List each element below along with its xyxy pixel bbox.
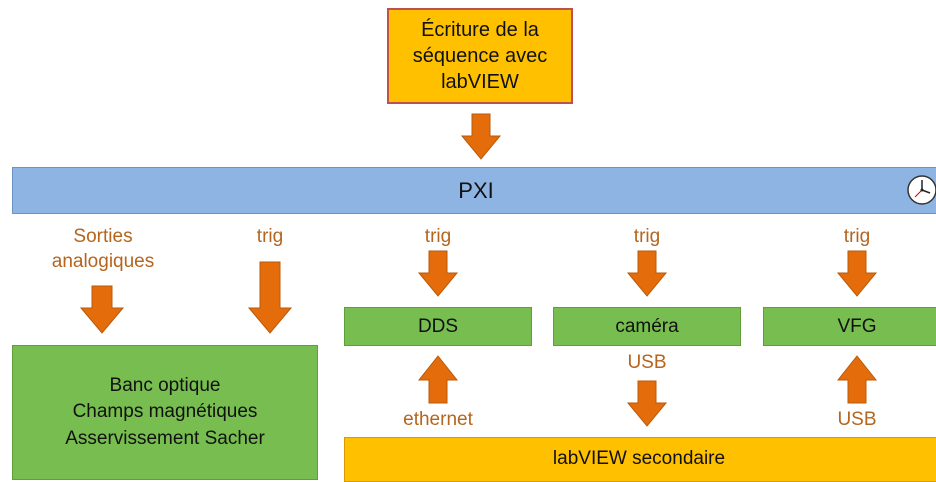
sequence-writing-box: Écriture de la séquence avec labVIEW xyxy=(387,8,573,104)
arrow-down-to-pxi xyxy=(460,113,502,160)
vfg-label: VFG xyxy=(837,315,877,337)
sequence-writing-text: Écriture de la séquence avec labVIEW xyxy=(412,19,548,93)
secondary-labview-label: labVIEW secondaire xyxy=(552,448,726,469)
camera-label: caméra xyxy=(615,315,679,337)
clock-icon xyxy=(907,175,936,205)
secondary-labview-bar: labVIEW secondaire xyxy=(344,437,936,482)
label-trig-2: trig xyxy=(424,226,452,247)
arrow-down-camera xyxy=(626,250,668,297)
label-trig-1: trig xyxy=(256,226,284,247)
label-trig-3: trig xyxy=(633,226,661,247)
vfg-box: VFG xyxy=(763,307,936,346)
label-usb-camera: USB xyxy=(627,352,667,373)
pxi-label: PXI xyxy=(458,177,494,203)
arrow-down-sorties xyxy=(79,285,125,334)
bench-box: Banc optique Champs magnétiques Asservis… xyxy=(12,345,318,480)
arrow-up-dds xyxy=(417,355,459,404)
arrow-down-trig-bench xyxy=(247,261,293,334)
arrow-down-dds xyxy=(417,250,459,297)
camera-box: caméra xyxy=(553,307,741,346)
label-usb-vfg: USB xyxy=(837,409,877,430)
dds-label: DDS xyxy=(417,315,459,337)
dds-box: DDS xyxy=(344,307,532,346)
pxi-bar: PXI xyxy=(12,167,936,214)
arrow-down-vfg xyxy=(836,250,878,297)
label-trig-4: trig xyxy=(843,226,871,247)
arrow-up-vfg xyxy=(836,355,878,404)
label-ethernet: ethernet xyxy=(403,409,473,430)
bench-text: Banc optique Champs magnétiques Asservis… xyxy=(65,374,265,449)
label-sorties-analogiques: Sorties analogiques xyxy=(51,226,155,272)
arrow-down-camera-usb xyxy=(626,380,668,427)
